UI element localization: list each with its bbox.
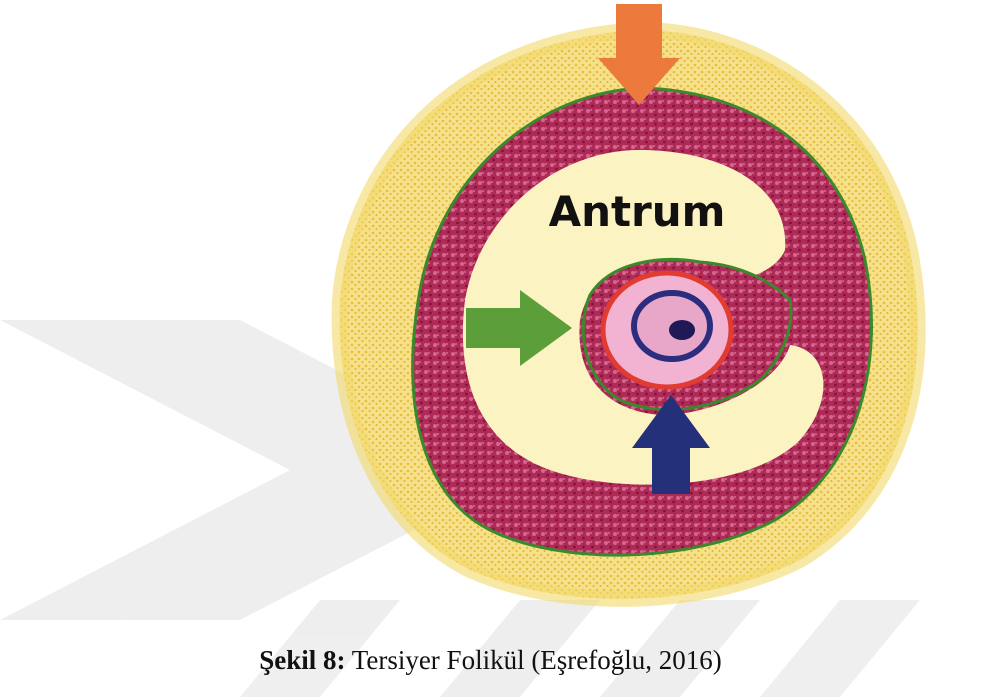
caption-label: Şekil 8:: [259, 645, 345, 675]
caption-text: Tersiyer Folikül (Eşrefoğlu, 2016): [345, 645, 721, 675]
figure-caption: Şekil 8: Tersiyer Folikül (Eşrefoğlu, 20…: [0, 645, 981, 676]
antrum-label: Antrum: [549, 187, 726, 236]
oocyte-nucleus: [669, 320, 695, 340]
